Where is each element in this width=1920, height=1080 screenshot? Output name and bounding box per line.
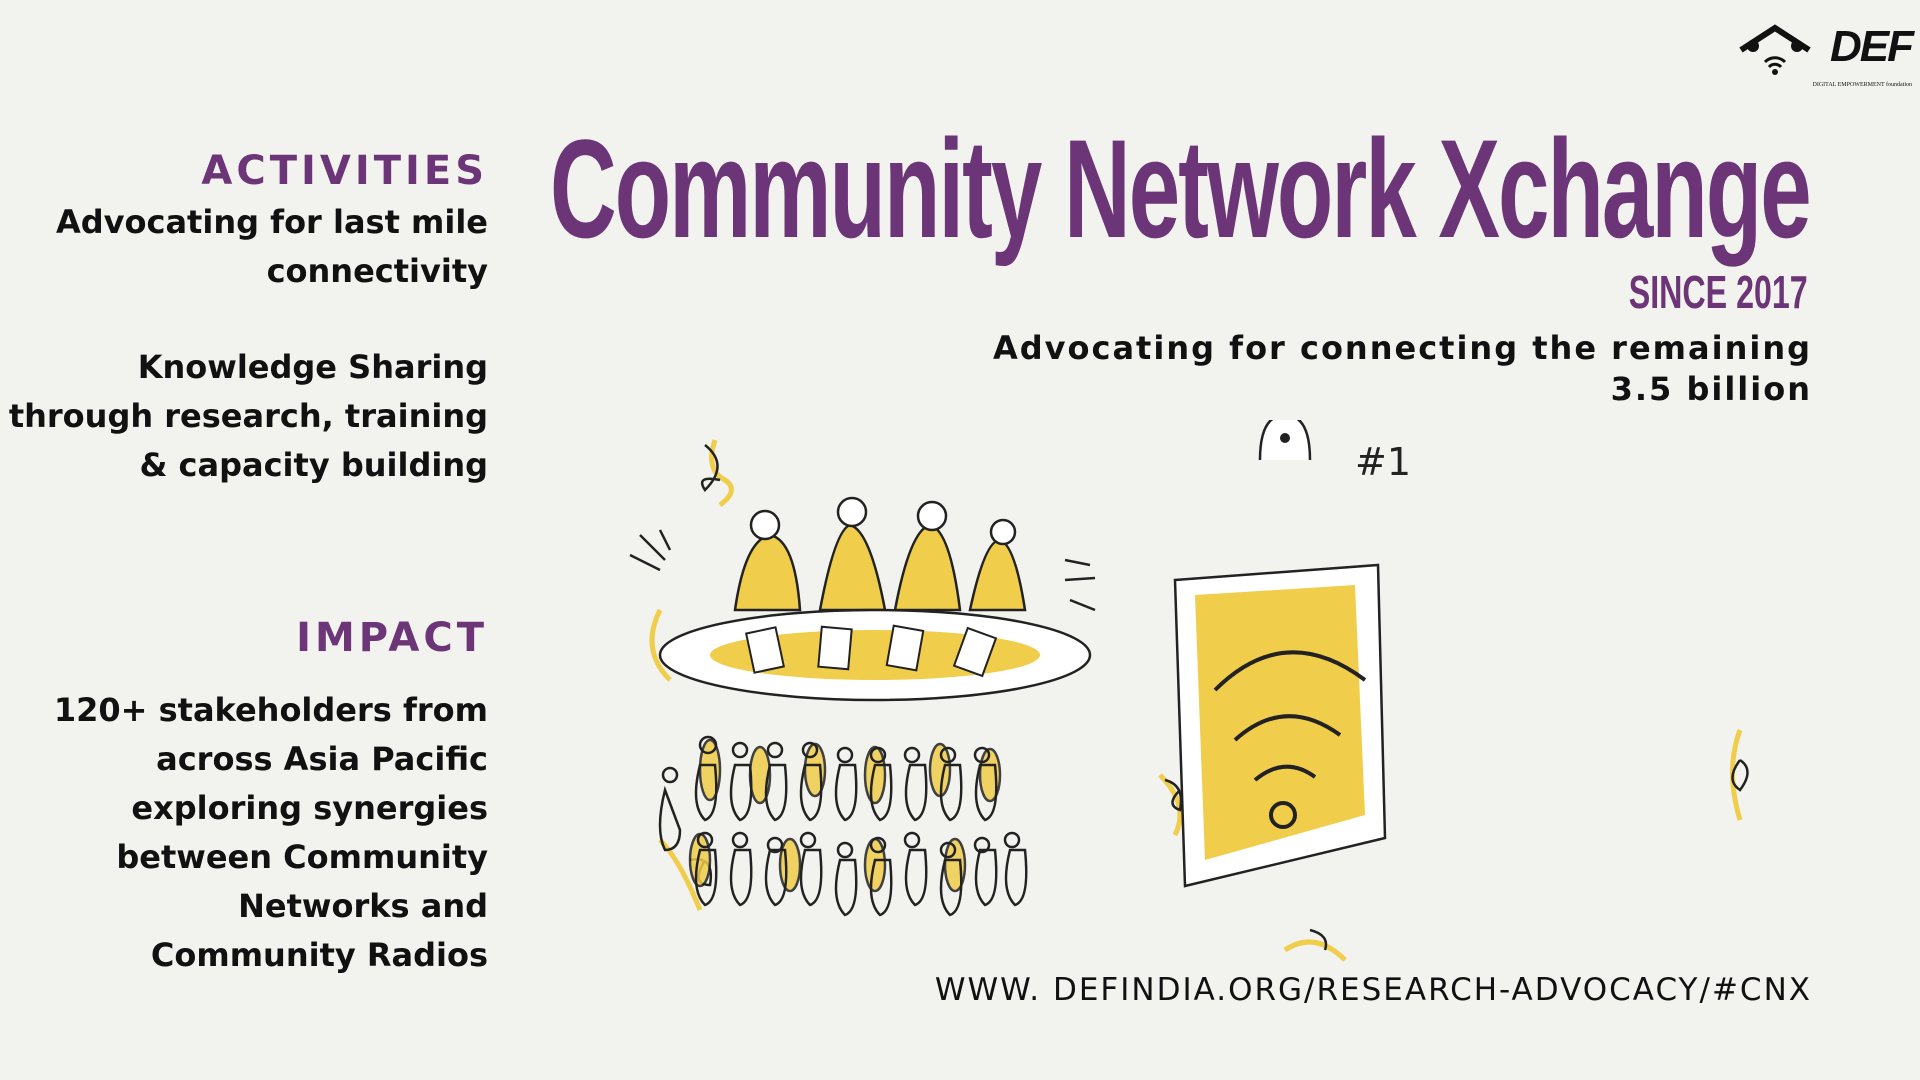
sound-lines-icon [629,529,1096,612]
activity-line: through research, training [8,397,488,435]
page-title: Community Network Xchange [550,110,1812,267]
logo-text: DEF [1830,22,1914,71]
activity-line: Knowledge Sharing [137,348,488,386]
community-illustration: #1 [629,420,1749,962]
house-wifi-icon [1739,24,1811,75]
activity-item-advocacy: Advocating for last mile connectivity [56,198,488,296]
logo-subtitle: DIGITAL EMPOWERMENT foundation [1812,82,1912,88]
impact-line: Community Radios [150,936,488,974]
impact-line: between Community [116,838,488,876]
impact-line: exploring synergies [131,789,488,827]
tagline: Advocating for connecting the remaining … [993,328,1812,410]
since-label: SINCE 2017 [1629,266,1808,318]
panel-speakers [733,496,1027,612]
impact-line: 120+ stakeholders from [53,691,488,729]
website-url[interactable]: WWW. DEFINDIA.ORG/RESEARCH-ADVOCACY/#CNX [934,972,1812,1008]
impact-heading: IMPACT [296,615,488,661]
wifi-board: #1 [1173,420,1411,888]
tagline-line: Advocating for connecting the remaining [992,329,1812,367]
activity-line: & capacity building [139,446,488,484]
impact-line: Networks and [238,887,488,925]
activity-line: connectivity [266,252,488,290]
impact-text: 120+ stakeholders from across Asia Pacif… [54,686,488,980]
wifi-icon [1213,650,1367,829]
activity-item-knowledge: Knowledge Sharing through research, trai… [9,343,488,490]
audience [658,735,1028,917]
activity-line: Advocating for last mile [55,203,488,241]
mark-label: #1 [1355,440,1411,484]
paper-icon [744,624,998,678]
activities-heading: ACTIVITIES [201,148,488,194]
impact-line: across Asia Pacific [156,740,488,778]
tagline-line: 3.5 billion [1610,370,1812,408]
